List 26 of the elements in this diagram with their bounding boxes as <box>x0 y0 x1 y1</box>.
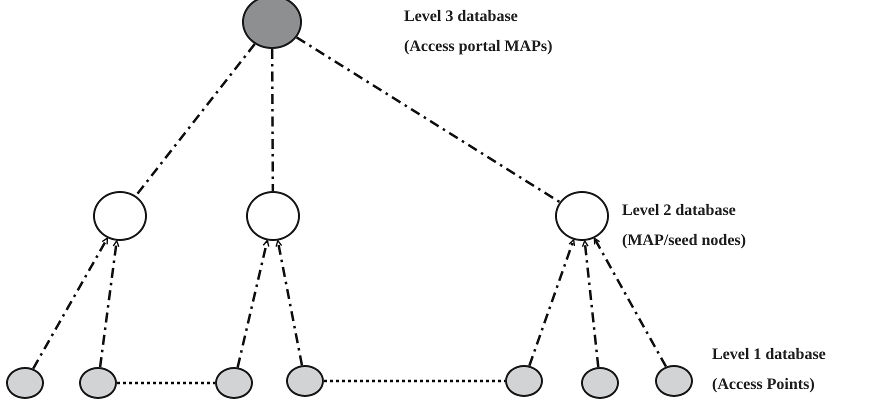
dash-dot-arrow <box>528 239 576 366</box>
dash-dot-arrow <box>275 240 304 366</box>
dash-dot-arrow <box>593 238 668 368</box>
level-caption: Level 1 database <box>712 345 826 365</box>
database-node <box>79 367 117 399</box>
database-node <box>6 367 44 399</box>
dotted-link <box>117 382 215 384</box>
level-caption: (MAP/seed nodes) <box>622 231 746 251</box>
database-node <box>215 367 253 399</box>
dotted-link <box>324 380 505 382</box>
dash-dot-arrow <box>32 237 108 370</box>
database-node <box>555 191 609 241</box>
database-node <box>286 365 324 397</box>
level-caption: (Access portal MAPs) <box>404 37 552 57</box>
dash-dot-arrow <box>98 240 120 368</box>
level-caption: (Access Points) <box>712 375 816 395</box>
level-caption: Level 3 database <box>404 7 519 27</box>
database-node <box>655 365 693 397</box>
database-node <box>505 365 543 397</box>
database-node <box>246 191 300 241</box>
level-caption: Level 2 database <box>622 201 737 221</box>
database-node <box>581 367 619 399</box>
dash-dot-arrow <box>582 240 600 368</box>
dash-dot-arrow <box>236 240 270 368</box>
database-node <box>93 191 147 241</box>
database-node <box>242 0 302 49</box>
